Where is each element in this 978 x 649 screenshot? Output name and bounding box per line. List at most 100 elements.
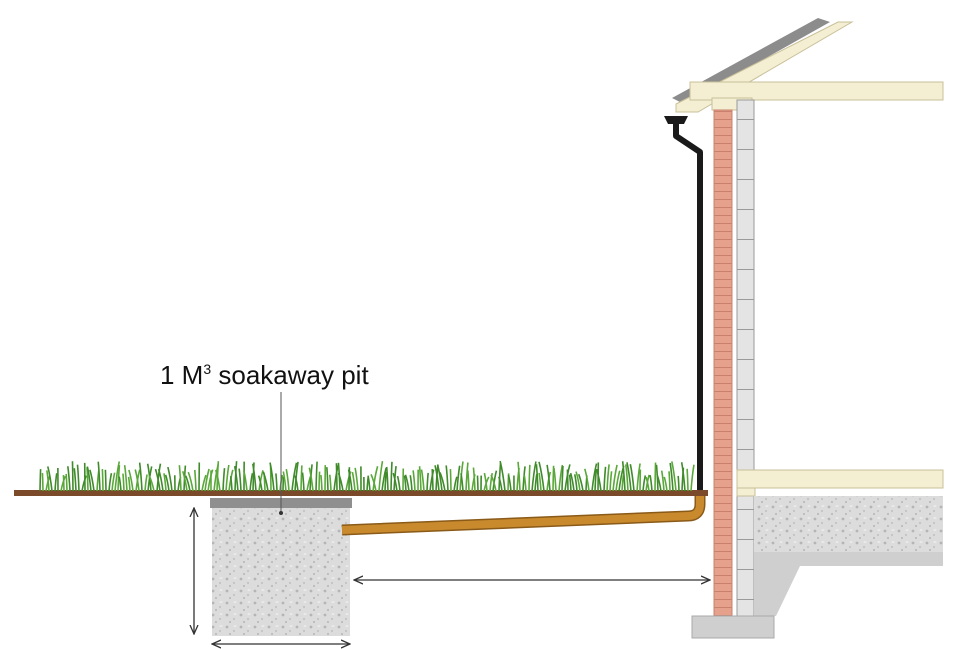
grass-blade — [351, 471, 356, 492]
grass-blade — [328, 474, 332, 492]
roof — [672, 18, 944, 113]
grass-blade — [426, 472, 429, 492]
grass-blade — [552, 465, 555, 492]
grass-blade — [335, 463, 338, 492]
grass-blade — [690, 464, 695, 492]
ground — [14, 460, 708, 496]
underfloor-fill — [754, 496, 943, 552]
grass-blade — [677, 475, 680, 492]
grass-blade — [157, 468, 164, 492]
ceiling-joist — [689, 81, 944, 101]
grass-blade — [184, 475, 191, 492]
grass-blade — [207, 469, 214, 492]
grass-blade — [671, 461, 677, 492]
downpipe-assembly — [664, 116, 703, 498]
grass-blade — [187, 471, 194, 492]
grass-blade — [300, 465, 303, 492]
grass-blade — [138, 462, 143, 492]
grass-blade — [378, 460, 384, 492]
grass-blade — [686, 468, 689, 492]
grass-blade — [612, 464, 618, 492]
grass-blade — [127, 476, 131, 492]
grass-blade — [615, 470, 621, 492]
grass-blade — [81, 475, 88, 492]
grass-blade — [367, 475, 371, 492]
grass-blade — [436, 464, 443, 492]
grass-blade — [123, 465, 128, 492]
grass-blade — [122, 473, 125, 492]
floor-joist-end — [736, 487, 756, 497]
grass-blade — [629, 464, 635, 492]
grass-blade — [258, 470, 264, 492]
grass-blade — [404, 474, 410, 492]
pit-label-exponent: 3 — [203, 361, 212, 377]
grass-blade — [285, 468, 290, 492]
grass-blade — [62, 475, 65, 492]
grass-blade — [164, 474, 170, 492]
soakaway-pit — [210, 498, 352, 636]
grass-blade — [467, 470, 470, 492]
grass-blade — [225, 464, 230, 492]
grass-blade — [182, 471, 188, 492]
grass-blade — [118, 476, 122, 492]
grass-blade — [483, 472, 488, 492]
grass-blade — [214, 469, 221, 492]
grass-blade — [252, 462, 255, 492]
grass-blade — [337, 472, 344, 492]
grass-blade — [603, 466, 607, 492]
grass-blade — [354, 467, 359, 492]
grass-blade — [67, 466, 71, 492]
grass-blade — [535, 464, 539, 492]
grass-blade — [114, 461, 121, 492]
grass-blade — [434, 465, 440, 492]
pit-gravel — [212, 508, 350, 636]
grass-blade — [575, 471, 581, 492]
grass-blade — [101, 469, 104, 492]
soakaway-pit-label: 1 M3 soakaway pit — [160, 362, 369, 388]
grass-blade — [621, 461, 626, 492]
grass-blade — [392, 472, 398, 492]
grass-blade — [384, 471, 387, 492]
grass-blade — [46, 466, 53, 492]
grass-blade — [229, 476, 233, 492]
grass-blade — [104, 469, 107, 492]
downpipe — [673, 124, 703, 498]
grass-blade — [111, 472, 116, 492]
grass-blade — [222, 468, 226, 492]
grass-blade — [429, 469, 435, 492]
grass-blade — [621, 475, 625, 492]
grass-blade — [54, 473, 58, 492]
grass-blade — [528, 464, 531, 492]
grass-blade — [320, 474, 323, 492]
grass-blade — [257, 475, 263, 492]
grass-blade — [315, 461, 318, 492]
grass-blade — [73, 468, 77, 492]
grass-icon — [39, 460, 695, 492]
grass-blade — [108, 473, 113, 492]
grass-blade — [275, 473, 278, 492]
grass-blade — [507, 473, 510, 492]
grass-blade — [472, 467, 476, 492]
grass-blade — [71, 461, 74, 492]
grass-blade — [534, 474, 538, 492]
grass-blade — [144, 474, 148, 492]
grass-blade — [645, 476, 650, 492]
grass-blade — [584, 468, 590, 492]
grass-blade — [345, 471, 352, 492]
grass-blade — [577, 473, 584, 492]
house-wall — [691, 99, 944, 639]
grass-blade — [318, 471, 321, 492]
grass-blade — [531, 461, 537, 492]
grass-blade — [193, 469, 197, 492]
grass-blade — [606, 464, 610, 492]
grass-blade — [569, 472, 575, 492]
grass-blade — [372, 466, 379, 492]
grass-blade — [566, 469, 569, 492]
grass-blade — [523, 474, 527, 492]
grass-blade — [294, 475, 299, 492]
grass-blade — [128, 469, 134, 492]
grass-blade — [412, 470, 416, 492]
grass-blade — [517, 461, 521, 492]
grass-blade — [89, 469, 95, 492]
grass-blade — [262, 471, 269, 492]
